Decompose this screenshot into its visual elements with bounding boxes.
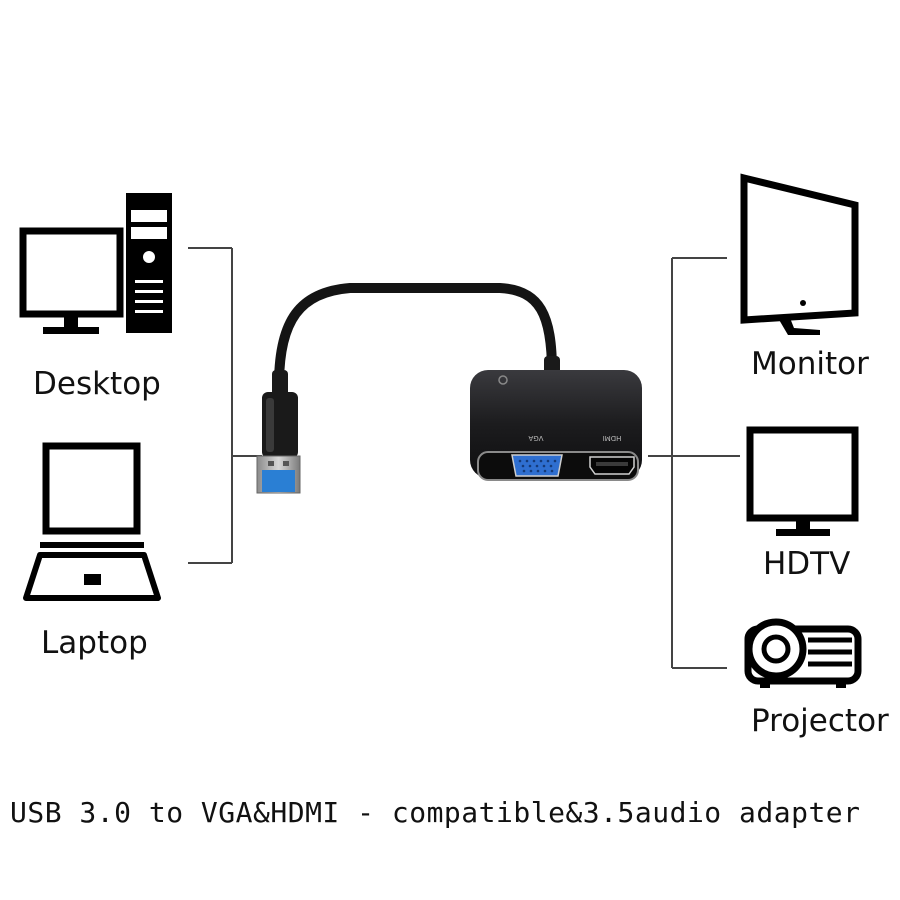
usb-plug: [256, 392, 301, 494]
product-caption: USB 3.0 to VGA&HDMI - compatible&3.5audi…: [10, 796, 861, 829]
hdtv-icon: [746, 426, 859, 536]
left-connector-lines: [188, 247, 262, 564]
laptop-label: Laptop: [41, 625, 148, 661]
monitor-icon: [740, 173, 859, 335]
adapter-body: VGA HDMI: [470, 370, 642, 481]
monitor-label: Monitor: [751, 346, 869, 382]
projector-label: Projector: [751, 703, 889, 739]
vga-port-label: VGA: [528, 434, 543, 442]
desktop-computer-icon: [19, 193, 172, 334]
hdmi-port-label: HDMI: [603, 434, 622, 442]
adapter-cable: [274, 283, 557, 390]
hdtv-label: HDTV: [763, 546, 851, 582]
right-connector-lines: [648, 257, 740, 669]
laptop-icon: [23, 442, 161, 601]
projector-icon: [744, 618, 862, 688]
desktop-label: Desktop: [33, 366, 161, 402]
